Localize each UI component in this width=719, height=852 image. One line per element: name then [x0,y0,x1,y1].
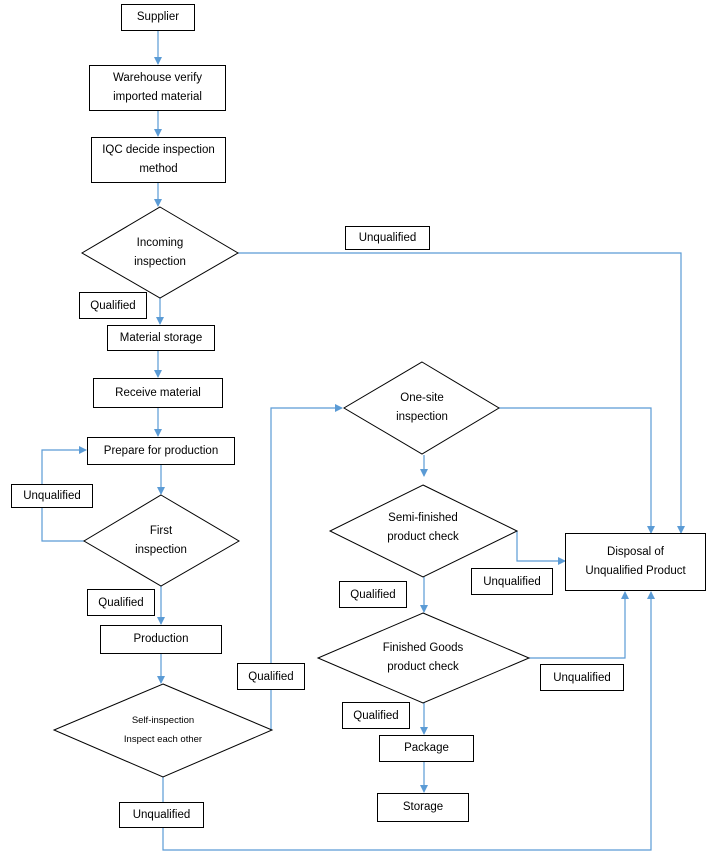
node-material-storage: Material storage [107,325,215,351]
node-production: Production [100,625,222,654]
label-qualified-self: Qualified [237,663,305,690]
label-qualified-first: Qualified [87,589,155,616]
node-prepare-production: Prepare for production [87,437,235,465]
decision-onsite-inspection [343,361,500,455]
decision-first-inspection [83,494,240,587]
node-warehouse-verify: Warehouse verify imported material [89,65,226,111]
label-qualified-semi: Qualified [339,581,407,608]
decision-incoming-inspection [81,206,239,299]
decision-self-inspection [52,683,274,778]
label-unqualified-self: Unqualified [119,802,204,828]
decision-finished-goods-check [316,612,531,704]
connector-finished-disposal [529,591,629,659]
label-unqualified-semi: Unqualified [471,568,553,595]
label-qualified-finished: Qualified [342,702,410,729]
text-finished-goods-check: Finished Goods product check [382,642,464,673]
label-qualified-incoming: Qualified [79,292,147,319]
node-iqc-decide: IQC decide inspection method [91,137,226,183]
text-first-inspection: First inspection [135,525,187,556]
label-unqualified-finished: Unqualified [540,664,624,691]
text-semi-finished-check: Semi-finished product check [387,512,459,543]
connector-incoming-disposal [238,252,685,534]
text-onsite-inspection: One-site inspection [396,392,448,423]
node-package: Package [379,735,474,762]
connector-self-onsite [270,404,343,730]
text-incoming-inspection: Incoming inspection [134,237,186,268]
label-unqualified-first: Unqualified [11,484,93,508]
node-supplier: Supplier [121,4,195,31]
connector-semi-disposal [516,531,566,565]
node-disposal: Disposal of Unqualified Product [565,533,706,591]
node-storage: Storage [377,793,469,822]
connector-onsite-disposal [499,407,655,534]
label-unqualified-incoming: Unqualified [345,226,430,250]
node-receive-material: Receive material [93,378,223,408]
decision-semi-finished-check [328,484,519,578]
text-self-inspection: Self-inspection Inspect each other [123,715,203,745]
